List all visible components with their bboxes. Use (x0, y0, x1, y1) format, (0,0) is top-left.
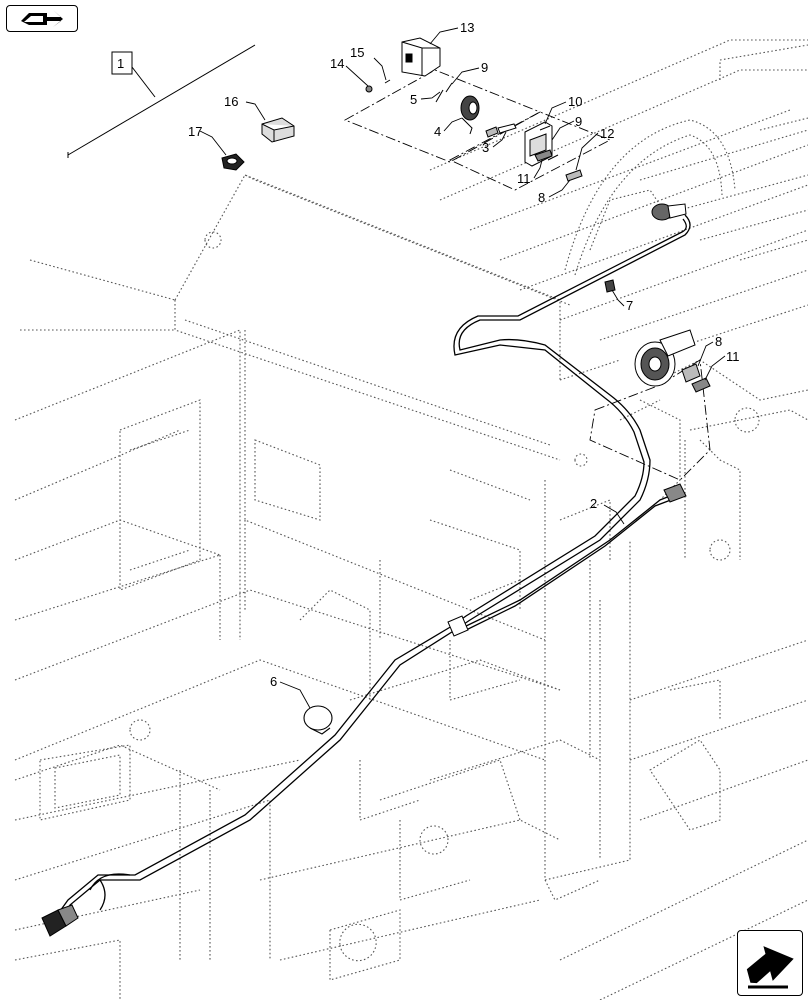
callout-10: 10 (568, 94, 582, 109)
pin-9 (445, 82, 453, 93)
pin-15 (384, 79, 391, 84)
callout-11b: 11 (726, 349, 740, 364)
callout-15: 15 (350, 45, 364, 60)
upper-sensor (651, 203, 687, 221)
bracket-13 (401, 37, 441, 77)
connector-16 (261, 117, 295, 143)
callout-6: 6 (270, 674, 277, 689)
forward-arrow-icon (746, 946, 794, 989)
nut-14 (365, 85, 373, 93)
bolt-3 (485, 123, 517, 138)
callout-3: 3 (482, 140, 489, 155)
machine-frame-outline (14, 39, 808, 1000)
pin-9b (547, 154, 559, 161)
callout-8: 8 (538, 190, 545, 205)
leader-lines (199, 27, 726, 709)
pin-5 (435, 89, 444, 103)
sensor-wheel (634, 329, 696, 387)
grommet-17 (221, 153, 245, 171)
callout-8b: 8 (715, 334, 722, 349)
clip-8a (565, 169, 583, 182)
clip-8b (681, 363, 701, 383)
small-parts (221, 37, 711, 393)
clip-11a (534, 149, 553, 162)
callout-9b: 9 (575, 114, 582, 129)
callout-2: 2 (590, 496, 597, 511)
callout-labels: 13 15 14 9 5 16 10 9 12 4 17 3 11 8 7 8 … (188, 20, 740, 689)
clip-11b (691, 377, 711, 393)
callout-11: 11 (517, 171, 531, 186)
harness-connectors (41, 483, 687, 937)
callout-14: 14 (330, 56, 344, 71)
assembly-number: 1 (117, 56, 124, 71)
cable-tie-6 (303, 705, 333, 735)
next-page-button[interactable] (737, 930, 803, 996)
callout-9: 9 (481, 60, 488, 75)
assembly-leader (67, 44, 256, 158)
book-arrow-icon (21, 10, 63, 27)
callout-12: 12 (600, 126, 614, 141)
callout-5: 5 (410, 92, 417, 107)
sensor-4 (460, 95, 480, 135)
bolt-7 (604, 279, 616, 293)
assembly-reference-box: 1 (111, 51, 133, 75)
callout-4: 4 (434, 124, 441, 139)
back-to-index-button[interactable] (6, 5, 78, 32)
callout-16: 16 (224, 94, 238, 109)
wire-harness (49, 214, 691, 931)
callout-13: 13 (460, 20, 474, 35)
callout-7: 7 (626, 298, 633, 313)
callout-17: 17 (188, 124, 202, 139)
